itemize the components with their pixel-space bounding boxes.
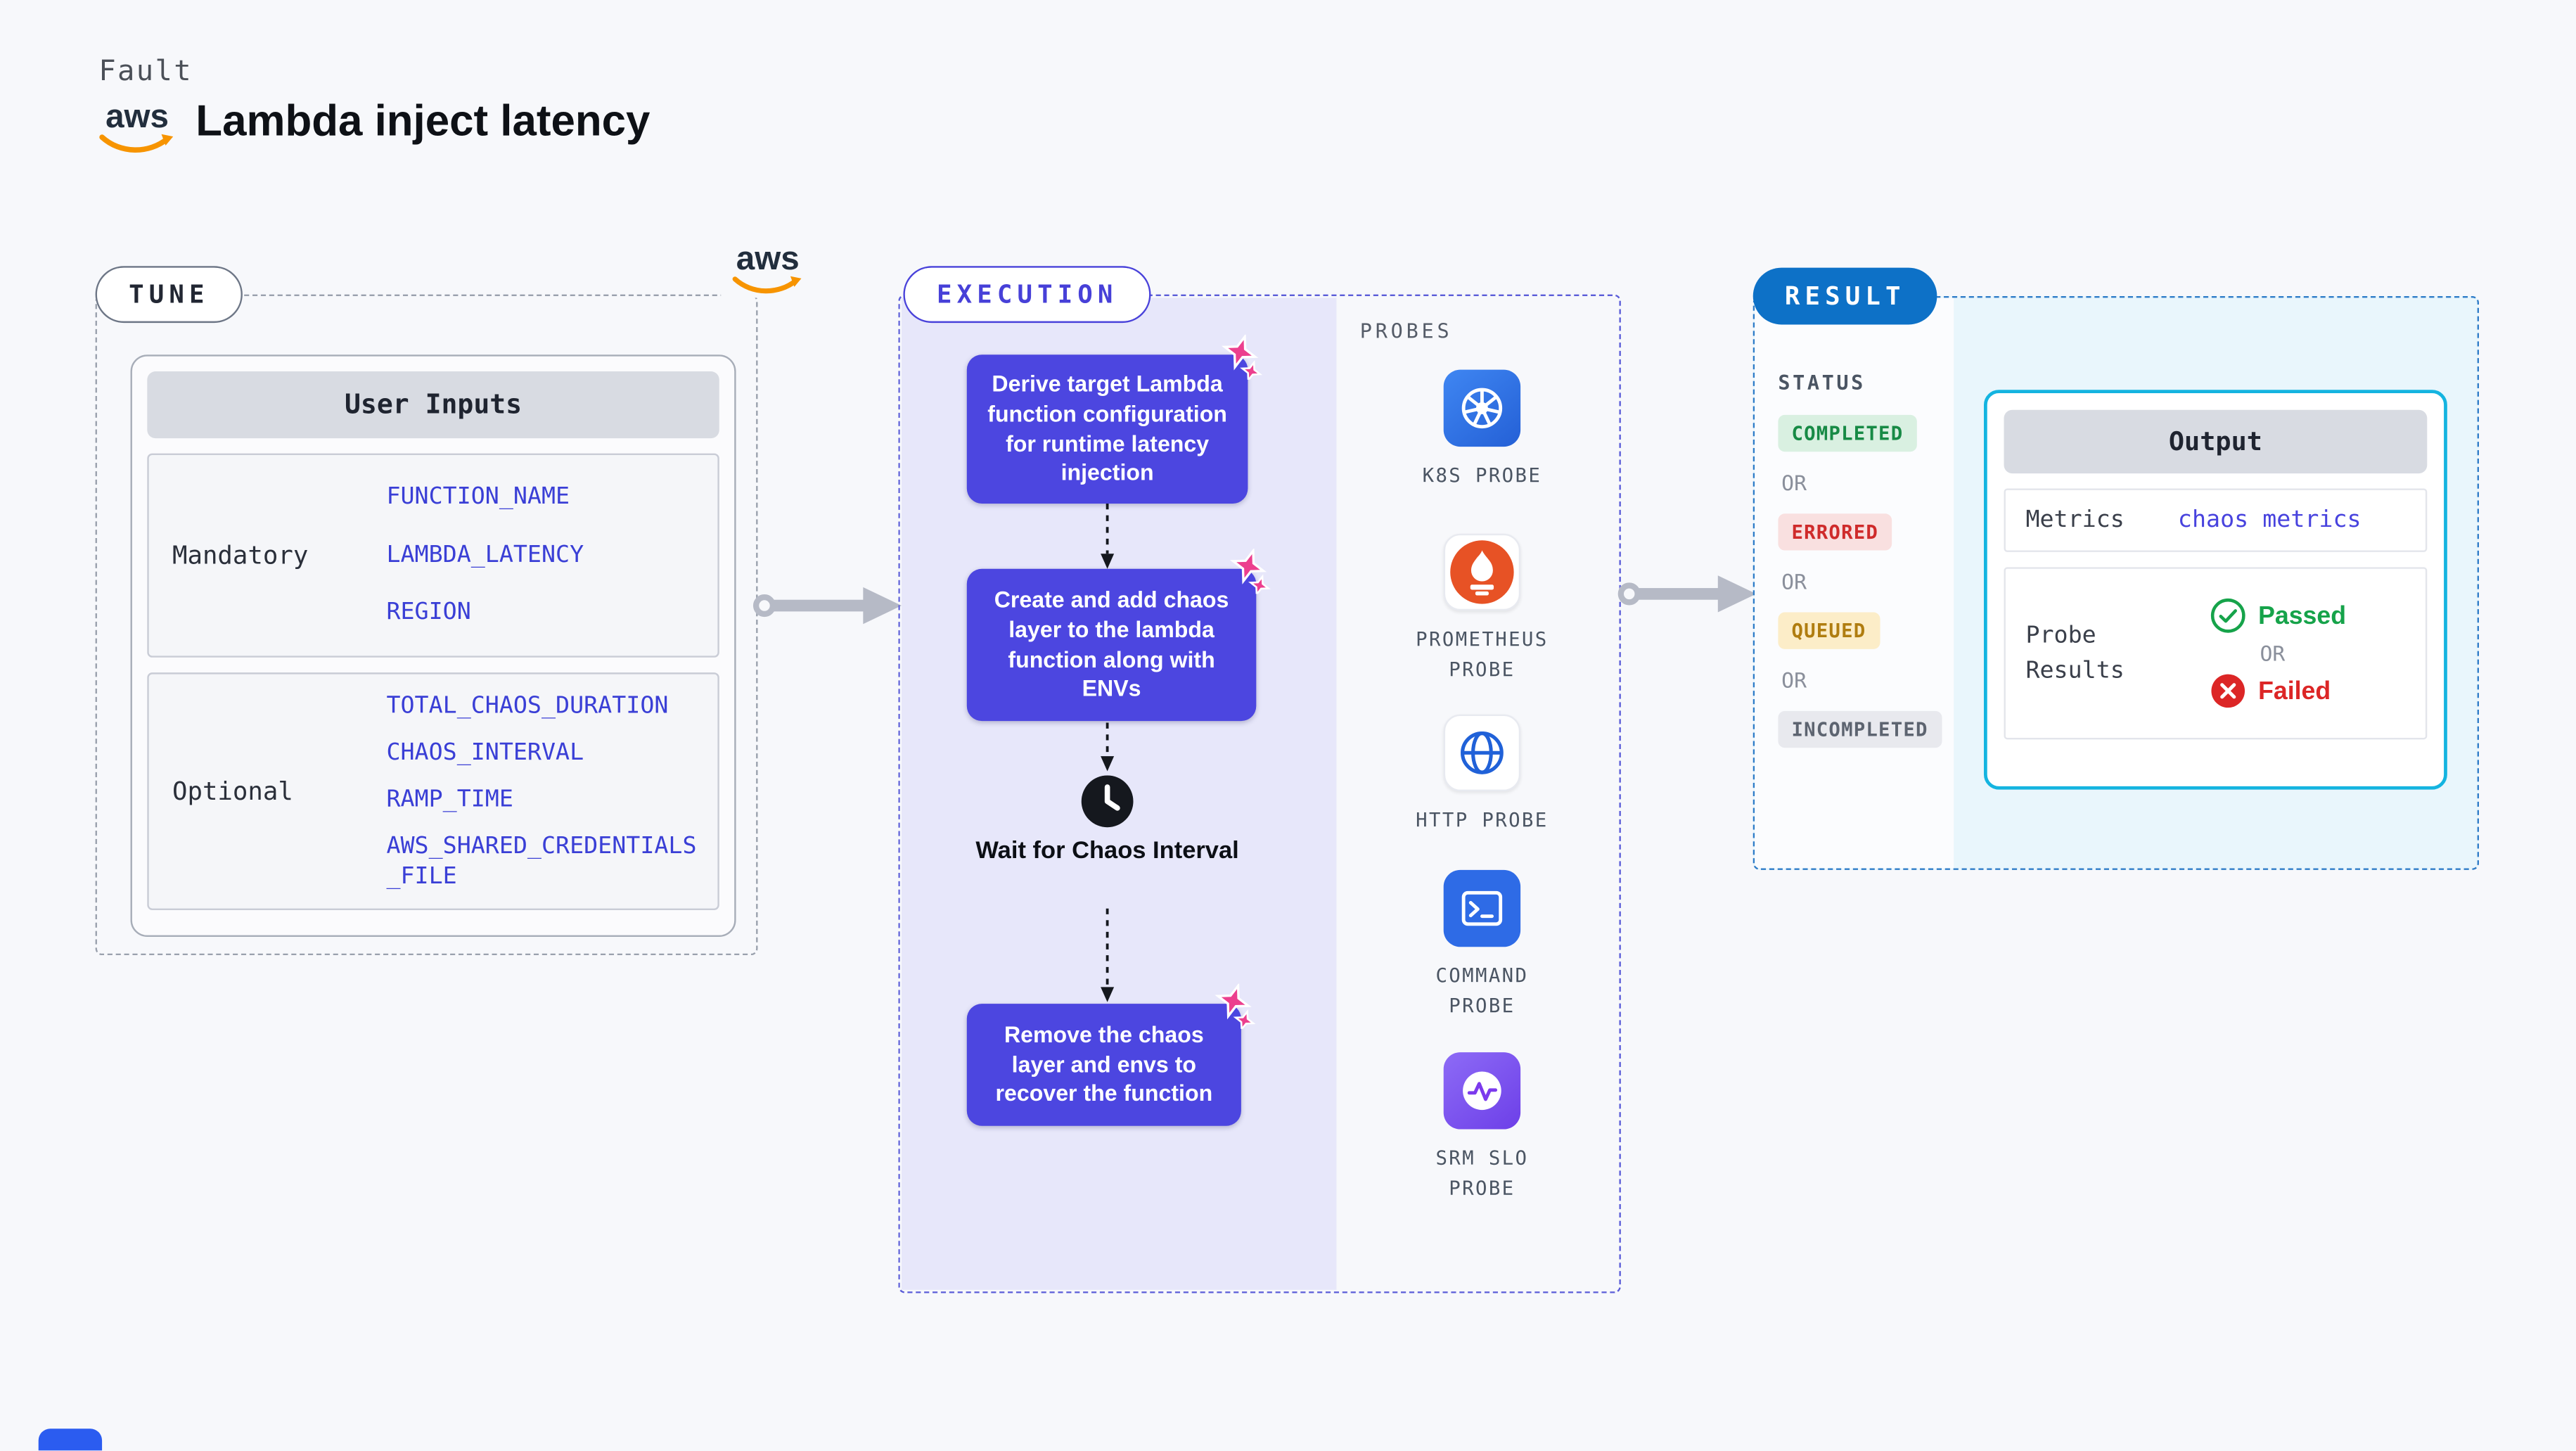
probe-results-row: Probe Results Passed OR [2004, 567, 2428, 740]
connector-arrow-icon [1101, 908, 1115, 1002]
passed-line: Passed [2210, 597, 2346, 634]
failed-label: Failed [2258, 677, 2331, 705]
status-column [1755, 298, 1954, 869]
status-badge-queued: QUEUED [1778, 612, 1880, 649]
output-header: Output [2004, 409, 2428, 474]
probe-results-label: Probe Results [2025, 621, 2125, 684]
fault-kicker: Fault [98, 55, 193, 89]
param-region: REGION [386, 599, 471, 627]
table-row-mandatory: Mandatory FUNCTION_NAME LAMBDA_LATENCY R… [147, 453, 719, 658]
step-text: Derive target Lambda function configurat… [987, 372, 1227, 485]
status-list: COMPLETED OR ERRORED OR QUEUED OR INCOMP… [1778, 414, 1942, 748]
user-inputs-table: User Inputs Mandatory FUNCTION_NAME LAMB… [130, 354, 736, 937]
mandatory-params: FUNCTION_NAME LAMBDA_LATENCY REGION [386, 455, 717, 656]
clock-icon [1079, 773, 1136, 836]
x-circle-icon [2211, 674, 2245, 708]
optional-params: TOTAL_CHAOS_DURATION CHAOS_INTERVAL RAMP… [386, 675, 717, 909]
sparkle-icon [1229, 549, 1271, 594]
probe-http: HTTP PROBE [1371, 714, 1592, 836]
probe-prometheus: PROMETHEUS PROBE [1371, 533, 1592, 686]
probe-label: COMMAND PROBE [1435, 964, 1529, 1017]
aws-smile-icon [732, 276, 802, 294]
aws-smile-icon [99, 134, 174, 153]
step-remove-chaos-layer: Remove the chaos layer and envs to recov… [966, 983, 1256, 1126]
status-heading: STATUS [1778, 371, 1866, 395]
step-text: Remove the chaos layer and envs to recov… [995, 1022, 1213, 1106]
terminal-icon [1443, 869, 1521, 947]
result-section: RESULT STATUS COMPLETED OR ERRORED OR QU… [1752, 267, 2480, 870]
failed-line: Failed [2210, 672, 2346, 709]
probe-k8s: K8S PROBE [1371, 369, 1592, 492]
aws-logo: aws [721, 241, 815, 298]
step-create-chaos-layer: Create and add chaos layer to the lambda… [966, 549, 1271, 722]
param-lambda-latency: LAMBDA_LATENCY [386, 542, 584, 569]
tune-badge-label: TUNE [129, 279, 210, 310]
execution-badge-label: EXECUTION [936, 279, 1118, 310]
kubernetes-icon [1443, 369, 1521, 447]
step-wait-for-chaos-interval: Wait for Chaos Interval [975, 838, 1239, 865]
param-function-name: FUNCTION_NAME [386, 484, 570, 511]
tune-dashed-box [95, 294, 758, 956]
execution-badge: EXECUTION [903, 266, 1152, 324]
probe-command: COMMAND PROBE [1371, 869, 1592, 1022]
param-chaos-interval: CHAOS_INTERVAL [386, 739, 584, 766]
metrics-label: Metrics [2025, 506, 2125, 533]
passed-label: Passed [2258, 601, 2347, 630]
sparkle-icon [1215, 983, 1256, 1029]
arrow-tune-to-execution-icon [752, 587, 902, 625]
or-label: OR [2260, 640, 2286, 666]
prometheus-icon [1443, 533, 1521, 611]
check-circle-icon [2210, 598, 2245, 633]
param-total-chaos-duration: TOTAL_CHAOS_DURATION [386, 692, 669, 720]
arrow-execution-to-result-icon [1617, 575, 1757, 613]
slo-gauge-icon [1443, 1052, 1521, 1130]
step-text: Create and add chaos layer to the lambda… [994, 587, 1229, 701]
or-label: OR [1781, 667, 1807, 693]
optional-label: Optional [172, 776, 293, 807]
step-derive-lambda-config: Derive target Lambda function configurat… [966, 334, 1263, 504]
user-inputs-header: User Inputs [147, 371, 719, 439]
aws-logo: aws [96, 101, 179, 158]
execution-section: EXECUTION PROBES Derive target Lambda fu… [898, 266, 1621, 1293]
chat-widget-button[interactable] [38, 1429, 103, 1451]
probes-heading: PROBES [1359, 319, 1453, 343]
mandatory-label: Mandatory [172, 540, 309, 571]
page-title: Lambda inject latency [196, 95, 651, 146]
connector-arrow-icon [1101, 722, 1115, 772]
metrics-row: Metrics chaos metrics [2004, 488, 2428, 552]
status-badge-errored: ERRORED [1778, 513, 1892, 551]
table-row-optional: Optional TOTAL_CHAOS_DURATION CHAOS_INTE… [147, 672, 719, 910]
param-ramp-time: RAMP_TIME [386, 786, 513, 813]
probe-results-values: Passed OR Failed [2210, 597, 2346, 709]
status-badge-incompleted: INCOMPLETED [1778, 710, 1942, 748]
aws-logo-text: aws [105, 98, 169, 136]
output-panel: Output Metrics chaos metrics Probe Resul… [1983, 390, 2447, 790]
probe-label: SRM SLO PROBE [1435, 1146, 1529, 1199]
tune-badge: TUNE [95, 266, 243, 324]
connector-arrow-icon [1101, 503, 1115, 569]
result-badge-label: RESULT [1784, 281, 1906, 312]
tune-section: TUNE aws User Inputs Mandatory FUNCTION_… [95, 242, 815, 956]
chaos-metrics-link[interactable]: chaos metrics [2177, 506, 2362, 534]
sparkle-icon [1221, 334, 1263, 380]
probe-srm-slo: SRM SLO PROBE [1371, 1052, 1592, 1204]
probe-label: HTTP PROBE [1416, 807, 1549, 832]
status-badge-completed: COMPLETED [1778, 414, 1917, 452]
or-label: OR [1781, 568, 1807, 594]
execution-dashed-box [898, 294, 1621, 1293]
probe-label: K8S PROBE [1422, 463, 1542, 487]
or-label: OR [1781, 470, 1807, 496]
probe-label: PROMETHEUS PROBE [1416, 627, 1549, 681]
param-aws-shared-credentials-file: AWS_SHARED_CREDENTIALS_FILE [386, 833, 697, 890]
globe-icon [1443, 714, 1521, 792]
aws-logo-text: aws [736, 241, 800, 278]
result-badge: RESULT [1752, 267, 1937, 325]
